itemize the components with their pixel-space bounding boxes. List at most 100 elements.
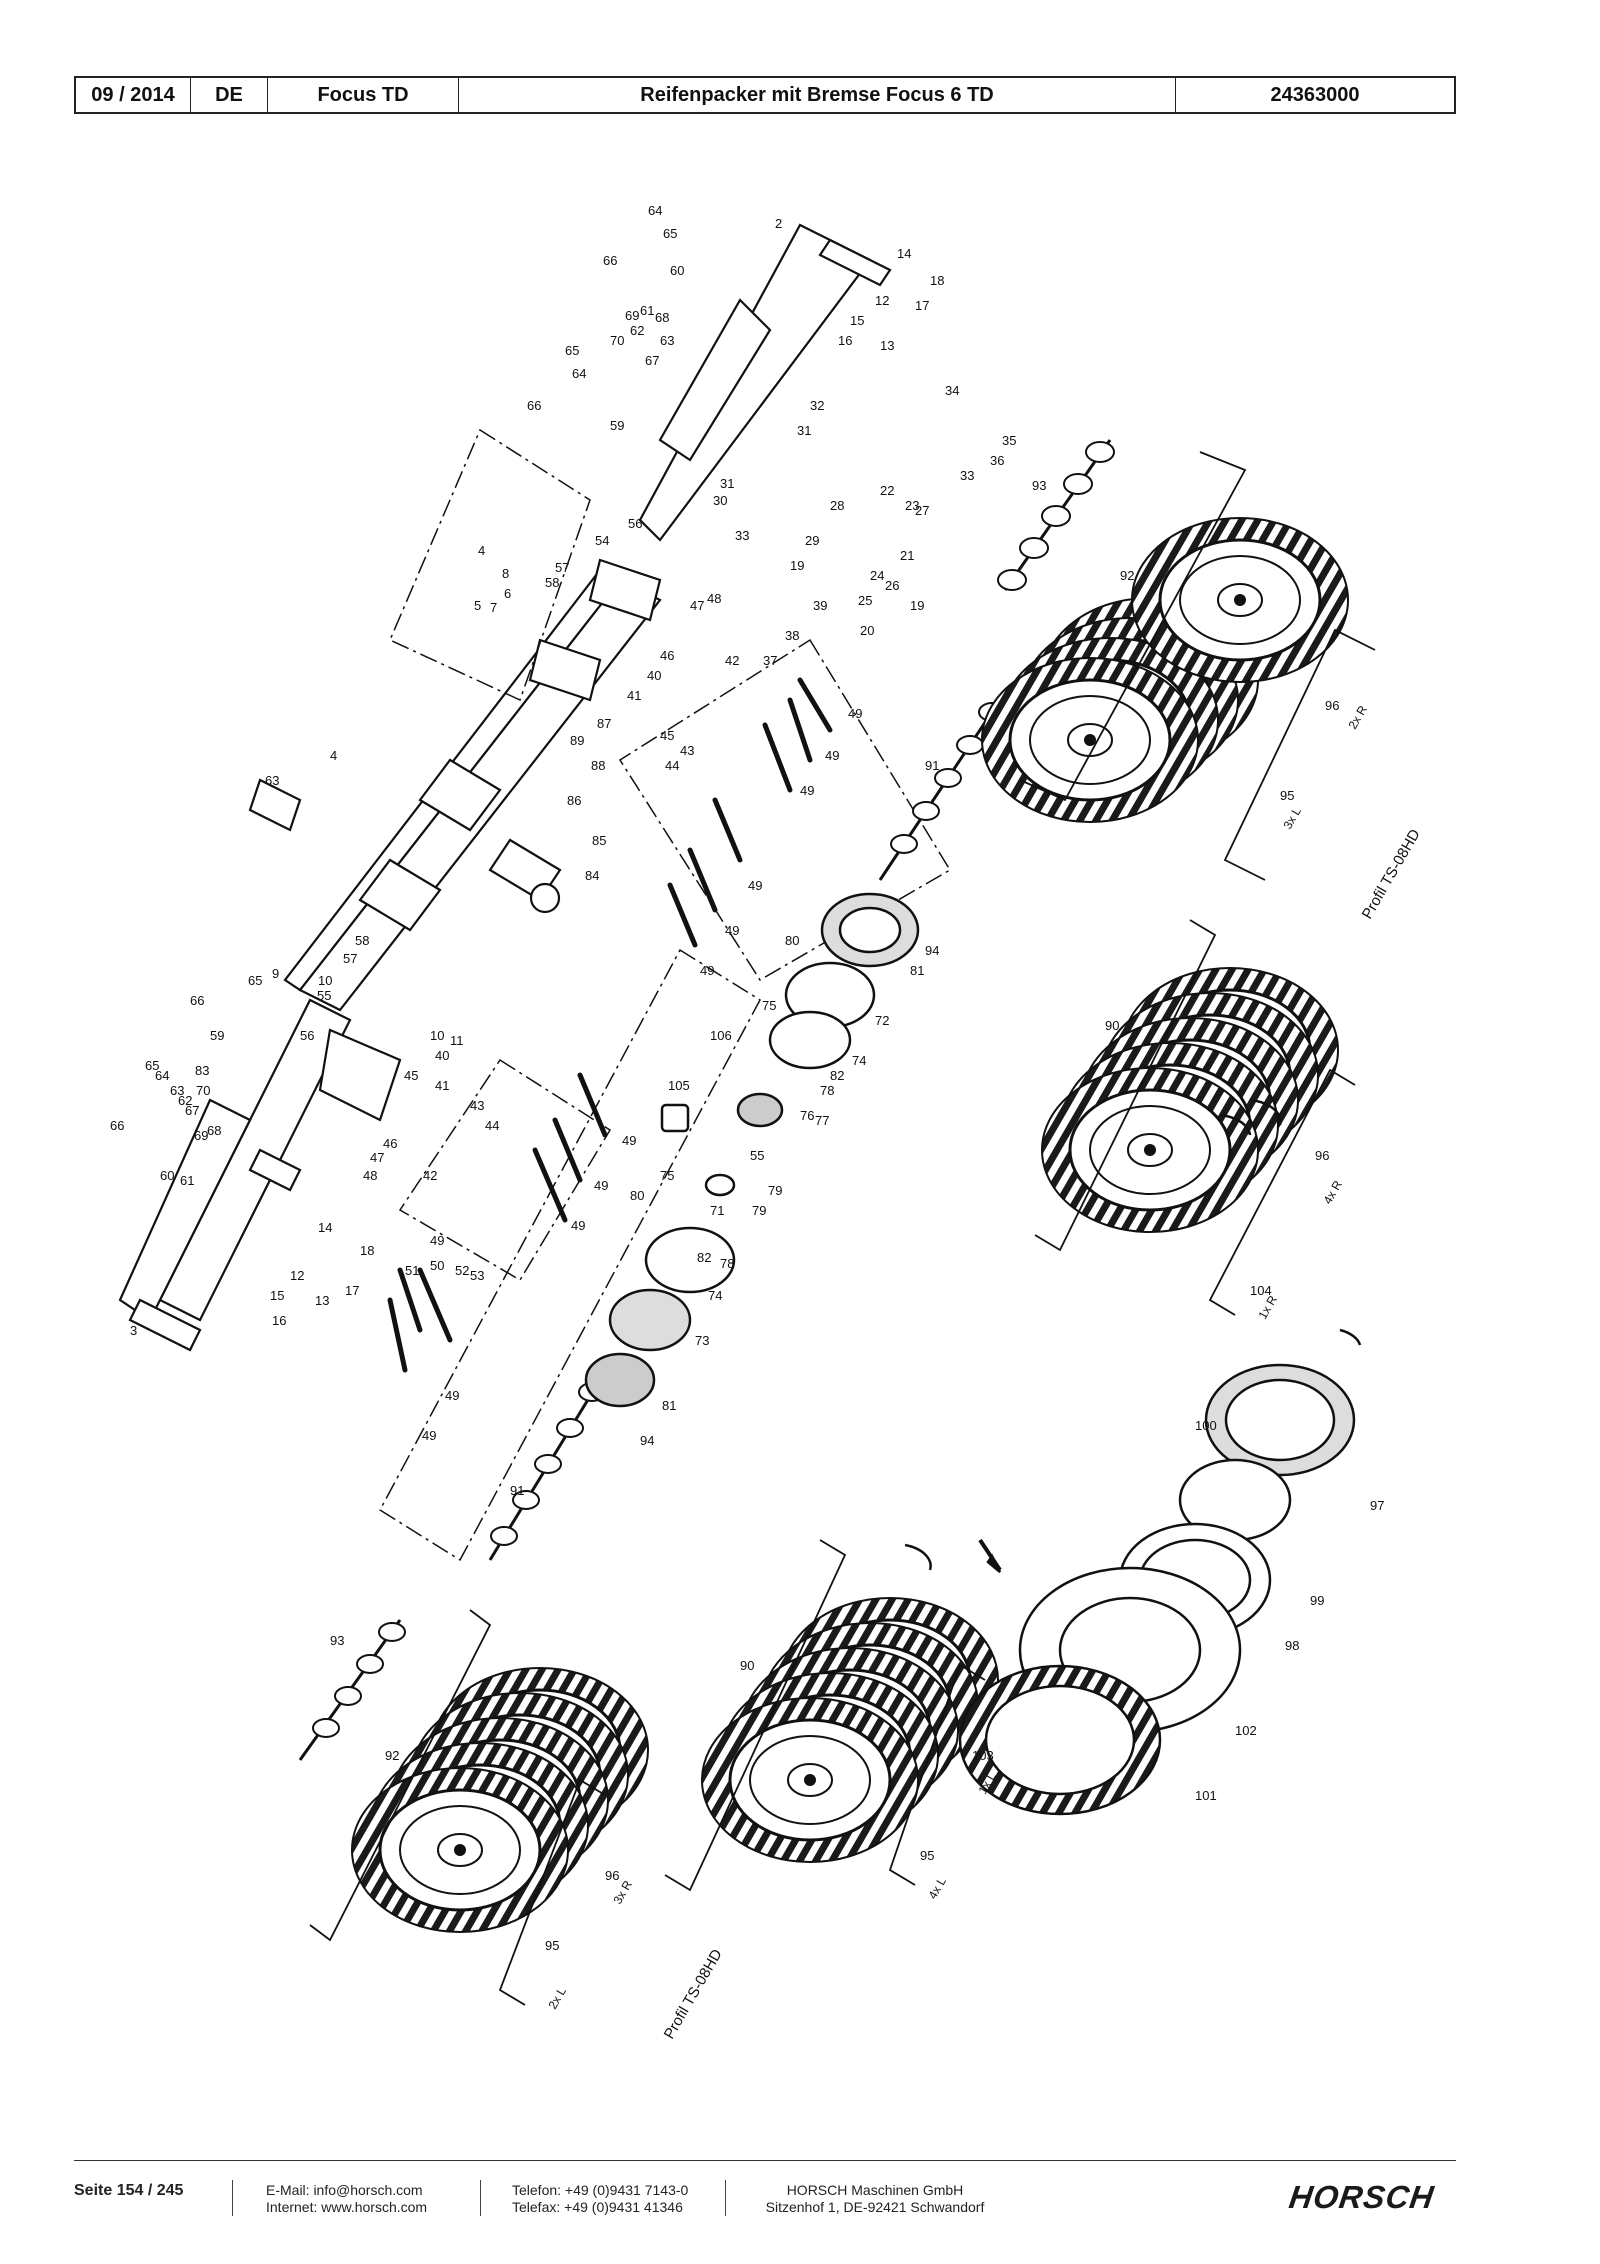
callout-12: 12 (875, 293, 889, 308)
callout-95b: 95 (545, 1938, 559, 1953)
callout-64c: 64 (155, 1068, 169, 1083)
header-title: Reifenpacker mit Bremse Focus 6 TD (459, 78, 1176, 112)
callout-32: 32 (810, 398, 824, 413)
callout-33: 33 (735, 528, 749, 543)
callout-54: 54 (595, 533, 609, 548)
callout-20: 20 (860, 623, 874, 638)
callout-95c: 95 (920, 1848, 934, 1863)
callout-28: 28 (830, 498, 844, 513)
callout-61b: 61 (180, 1173, 194, 1188)
callout-67b: 67 (185, 1103, 199, 1118)
qty-4xL: 4x L (925, 1875, 949, 1902)
footer-internet: Internet: www.horsch.com (266, 2199, 428, 2215)
page-number: Seite 154 / 245 (74, 2182, 184, 2199)
callout-48: 48 (707, 591, 721, 606)
callout-33b: 33 (960, 468, 974, 483)
callout-106: 106 (710, 1028, 732, 1043)
assembly-outlines (379, 428, 952, 1562)
callout-55b: 55 (750, 1148, 764, 1163)
callout-35: 35 (1002, 433, 1016, 448)
header-model: Focus TD (268, 78, 459, 112)
callout-51: 51 (405, 1263, 419, 1278)
callout-91: 91 (925, 758, 939, 773)
callout-13b: 13 (315, 1293, 329, 1308)
callout-31: 31 (720, 476, 734, 491)
callout-80: 80 (785, 933, 799, 948)
callout-94: 94 (925, 943, 939, 958)
callout-21: 21 (900, 548, 914, 563)
callout-2: 2 (775, 216, 782, 231)
callout-95: 95 (1280, 788, 1294, 803)
tire-pack-brackets (309, 451, 1376, 2006)
callout-74: 74 (852, 1053, 866, 1068)
callout-45b: 45 (404, 1068, 418, 1083)
callout-83: 83 (195, 1063, 209, 1078)
callout-49g: 49 (622, 1133, 636, 1148)
horsch-logo: HORSCH (1287, 2179, 1437, 2215)
callout-22: 22 (880, 483, 894, 498)
callout-34: 34 (945, 383, 959, 398)
callout-19: 19 (790, 558, 804, 573)
callout-39: 39 (813, 598, 827, 613)
callout-65d: 65 (145, 1058, 159, 1073)
callout-100: 100 (1195, 1418, 1217, 1433)
callout-6: 6 (504, 586, 511, 601)
callout-59: 59 (610, 418, 624, 433)
callout-105: 105 (668, 1078, 690, 1093)
callout-79: 79 (768, 1183, 782, 1198)
callout-74b: 74 (708, 1288, 722, 1303)
callout-94b: 94 (640, 1433, 654, 1448)
callout-90b: 90 (740, 1658, 754, 1673)
callout-63c: 63 (170, 1083, 184, 1098)
callout-49j: 49 (430, 1233, 444, 1248)
callout-37: 37 (763, 653, 777, 668)
axle-assemblies (298, 439, 1115, 1761)
callout-18b: 18 (360, 1243, 374, 1258)
qty-4xR: 4x R (1320, 1178, 1345, 1207)
tire-pack-top-right (980, 516, 1350, 824)
callout-91b: 91 (510, 1483, 524, 1498)
footer-divider (74, 2160, 1456, 2161)
callout-43: 43 (680, 743, 694, 758)
callout-73: 73 (695, 1333, 709, 1348)
callout-72: 72 (875, 1013, 889, 1028)
callout-92b: 92 (385, 1748, 399, 1763)
callout-52: 52 (455, 1263, 469, 1278)
callout-49f: 49 (700, 963, 714, 978)
callout-14: 14 (897, 246, 911, 261)
callout-85: 85 (592, 833, 606, 848)
callout-49h: 49 (594, 1178, 608, 1193)
callout-84: 84 (585, 868, 599, 883)
logo-text: HORSCH (1287, 2179, 1437, 2215)
callout-76: 76 (800, 1108, 814, 1123)
callout-88: 88 (591, 758, 605, 773)
callout-36: 36 (990, 453, 1004, 468)
callout-92: 92 (1120, 568, 1134, 583)
callout-65c: 65 (248, 973, 262, 988)
callout-102: 102 (1235, 1723, 1257, 1738)
callout-40: 40 (647, 668, 661, 683)
footer-company: HORSCH Maschinen GmbH (786, 2182, 964, 2198)
callout-93: 93 (1032, 478, 1046, 493)
callout-46b: 46 (383, 1136, 397, 1151)
callout-87: 87 (597, 716, 611, 731)
callout-23: 23 (905, 498, 919, 513)
callout-9: 9 (272, 966, 279, 981)
callout-58: 58 (545, 575, 559, 590)
callout-71: 71 (710, 1203, 724, 1218)
callout-86: 86 (567, 793, 581, 808)
callout-68: 68 (655, 310, 669, 325)
main-frame (118, 223, 892, 1352)
callout-58b: 58 (355, 933, 369, 948)
callout-82b: 82 (697, 1250, 711, 1265)
callout-25: 25 (858, 593, 872, 608)
callout-8: 8 (502, 566, 509, 581)
callout-19b: 19 (910, 598, 924, 613)
callout-96b: 96 (1315, 1148, 1329, 1163)
callout-89: 89 (570, 733, 584, 748)
callout-40b: 40 (435, 1048, 449, 1063)
callout-65b: 65 (565, 343, 579, 358)
qty-3xL: 3x L (1280, 805, 1304, 832)
callout-69b: 69 (194, 1128, 208, 1143)
